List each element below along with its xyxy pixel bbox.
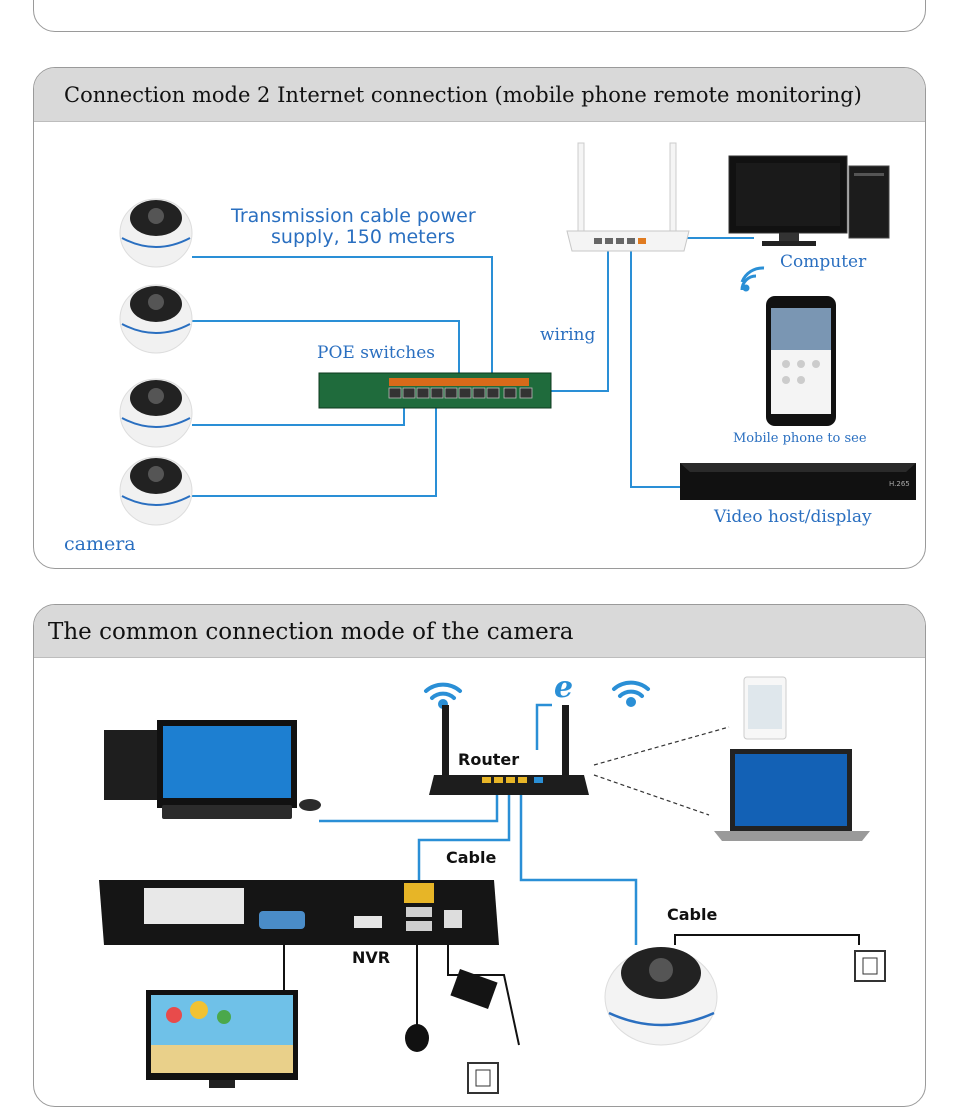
poe-switch-icon bbox=[318, 372, 552, 409]
connection-diagram-2: H.265 bbox=[119, 142, 916, 526]
nvr-label: NVR bbox=[352, 948, 391, 967]
wireless-links bbox=[593, 726, 730, 816]
mouse-icon bbox=[405, 1024, 429, 1052]
smartphone-icon bbox=[766, 296, 836, 426]
poe-switches-label: POE switches bbox=[317, 343, 435, 363]
wifi-icon bbox=[740, 266, 765, 292]
ie-browser-icon: e bbox=[554, 670, 573, 705]
dome-camera-icon bbox=[119, 198, 193, 268]
connection-diagram-3: e bbox=[99, 670, 886, 1094]
cable-lines bbox=[319, 703, 638, 945]
panel-title: Connection mode 2 Internet connection (m… bbox=[64, 83, 862, 107]
tablet-icon bbox=[743, 676, 787, 740]
router-label: Router bbox=[458, 750, 520, 769]
svg-text:e: e bbox=[554, 670, 573, 705]
svg-text:H.265: H.265 bbox=[889, 480, 910, 488]
pc-tower-icon bbox=[848, 165, 890, 239]
connection-mode-2-panel: Connection mode 2 Internet connection (m… bbox=[33, 67, 926, 569]
video-label: Video host/display bbox=[714, 507, 872, 527]
transmission-label-2: supply, 150 meters bbox=[271, 226, 456, 248]
dome-camera-icon bbox=[119, 284, 193, 354]
router-icon bbox=[566, 142, 690, 252]
router-icon bbox=[429, 705, 589, 795]
wifi-icon bbox=[612, 680, 650, 707]
power-adapter-icon bbox=[450, 969, 498, 1009]
top-panel-fragment bbox=[33, 0, 926, 32]
dome-camera-icon bbox=[119, 378, 193, 448]
transmission-label: Transmission cable power bbox=[231, 205, 476, 227]
camera-label: camera bbox=[64, 533, 136, 555]
desktop-pc-icon bbox=[104, 720, 321, 819]
cable-lines bbox=[192, 237, 754, 497]
cable-label: Cable bbox=[667, 905, 718, 924]
power-outlet-icon bbox=[854, 950, 886, 982]
panel-header: Connection mode 2 Internet connection (m… bbox=[34, 68, 925, 122]
dome-camera-icon bbox=[119, 456, 193, 526]
computer-label: Computer bbox=[780, 252, 867, 272]
nvr-box-icon: H.265 bbox=[680, 463, 916, 500]
panel-title: The common connection mode of the camera bbox=[48, 619, 574, 645]
cable-label: Cable bbox=[446, 848, 497, 867]
monitor-icon bbox=[146, 990, 298, 1088]
power-outlet-icon bbox=[467, 1062, 499, 1094]
monitor-icon bbox=[728, 155, 848, 246]
nvr-recorder-icon bbox=[99, 880, 499, 945]
dome-camera-icon bbox=[604, 947, 718, 1046]
laptop-icon bbox=[714, 749, 870, 841]
wifi-icon bbox=[424, 682, 462, 709]
wiring-label: wiring bbox=[540, 325, 596, 345]
panel-header: The common connection mode of the camera bbox=[34, 605, 925, 658]
mobile-label: Mobile phone to see bbox=[733, 431, 867, 446]
common-connection-panel: The common connection mode of the camera bbox=[33, 604, 926, 1107]
